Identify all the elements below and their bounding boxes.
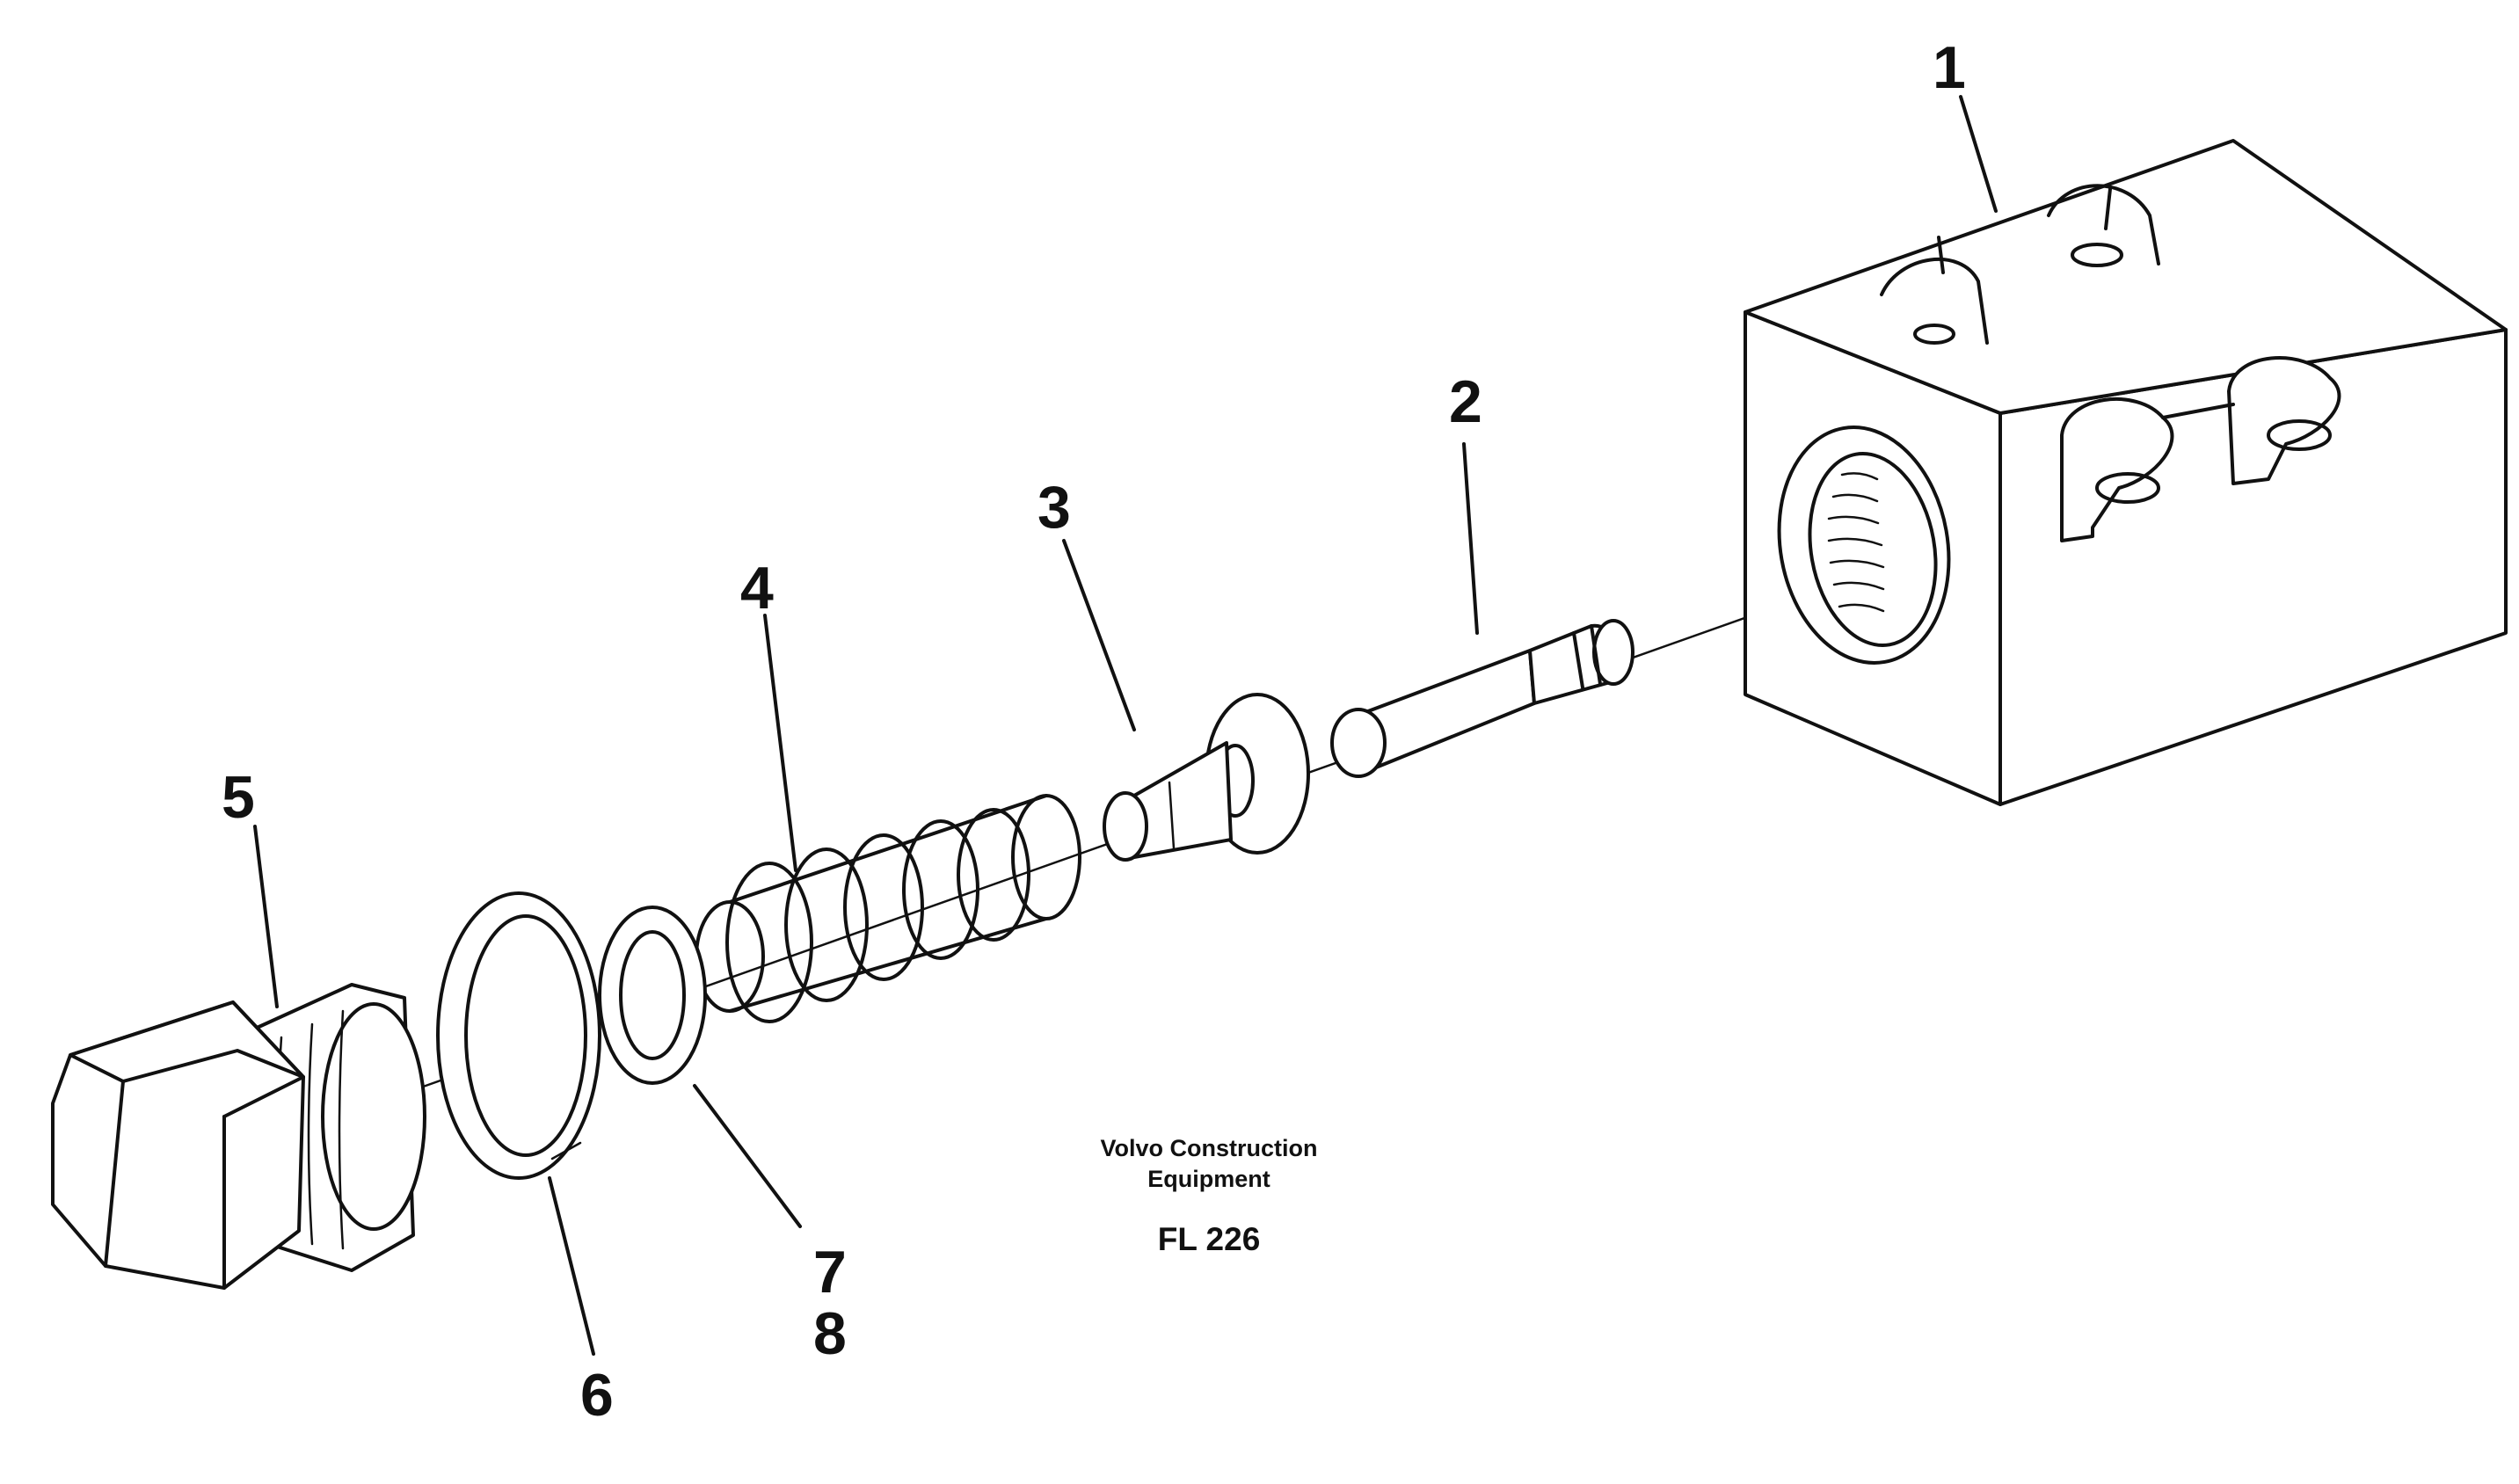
washer bbox=[598, 906, 707, 1085]
callout-1: 1 bbox=[1933, 34, 1966, 101]
callout-3: 3 bbox=[1037, 474, 1071, 541]
callout-8: 8 bbox=[813, 1300, 847, 1367]
callout-7: 7 bbox=[813, 1239, 847, 1306]
credit-line-2: Equipment bbox=[1147, 1166, 1270, 1192]
credit-line-1: Volvo Construction bbox=[1101, 1135, 1318, 1161]
leader-lines bbox=[253, 95, 1998, 1356]
piston-pin bbox=[1330, 619, 1634, 778]
valve-body-block bbox=[1744, 139, 2508, 806]
sealing-ring bbox=[436, 891, 601, 1180]
hex-plug bbox=[51, 983, 426, 1290]
callout-4: 4 bbox=[740, 555, 774, 622]
valve-poppet bbox=[1103, 693, 1310, 862]
callout-6: 6 bbox=[580, 1362, 614, 1429]
callout-5: 5 bbox=[222, 764, 255, 831]
callout-2: 2 bbox=[1449, 368, 1482, 435]
compression-spring bbox=[695, 794, 1081, 1023]
figure-code: FL 226 bbox=[1158, 1221, 1261, 1257]
